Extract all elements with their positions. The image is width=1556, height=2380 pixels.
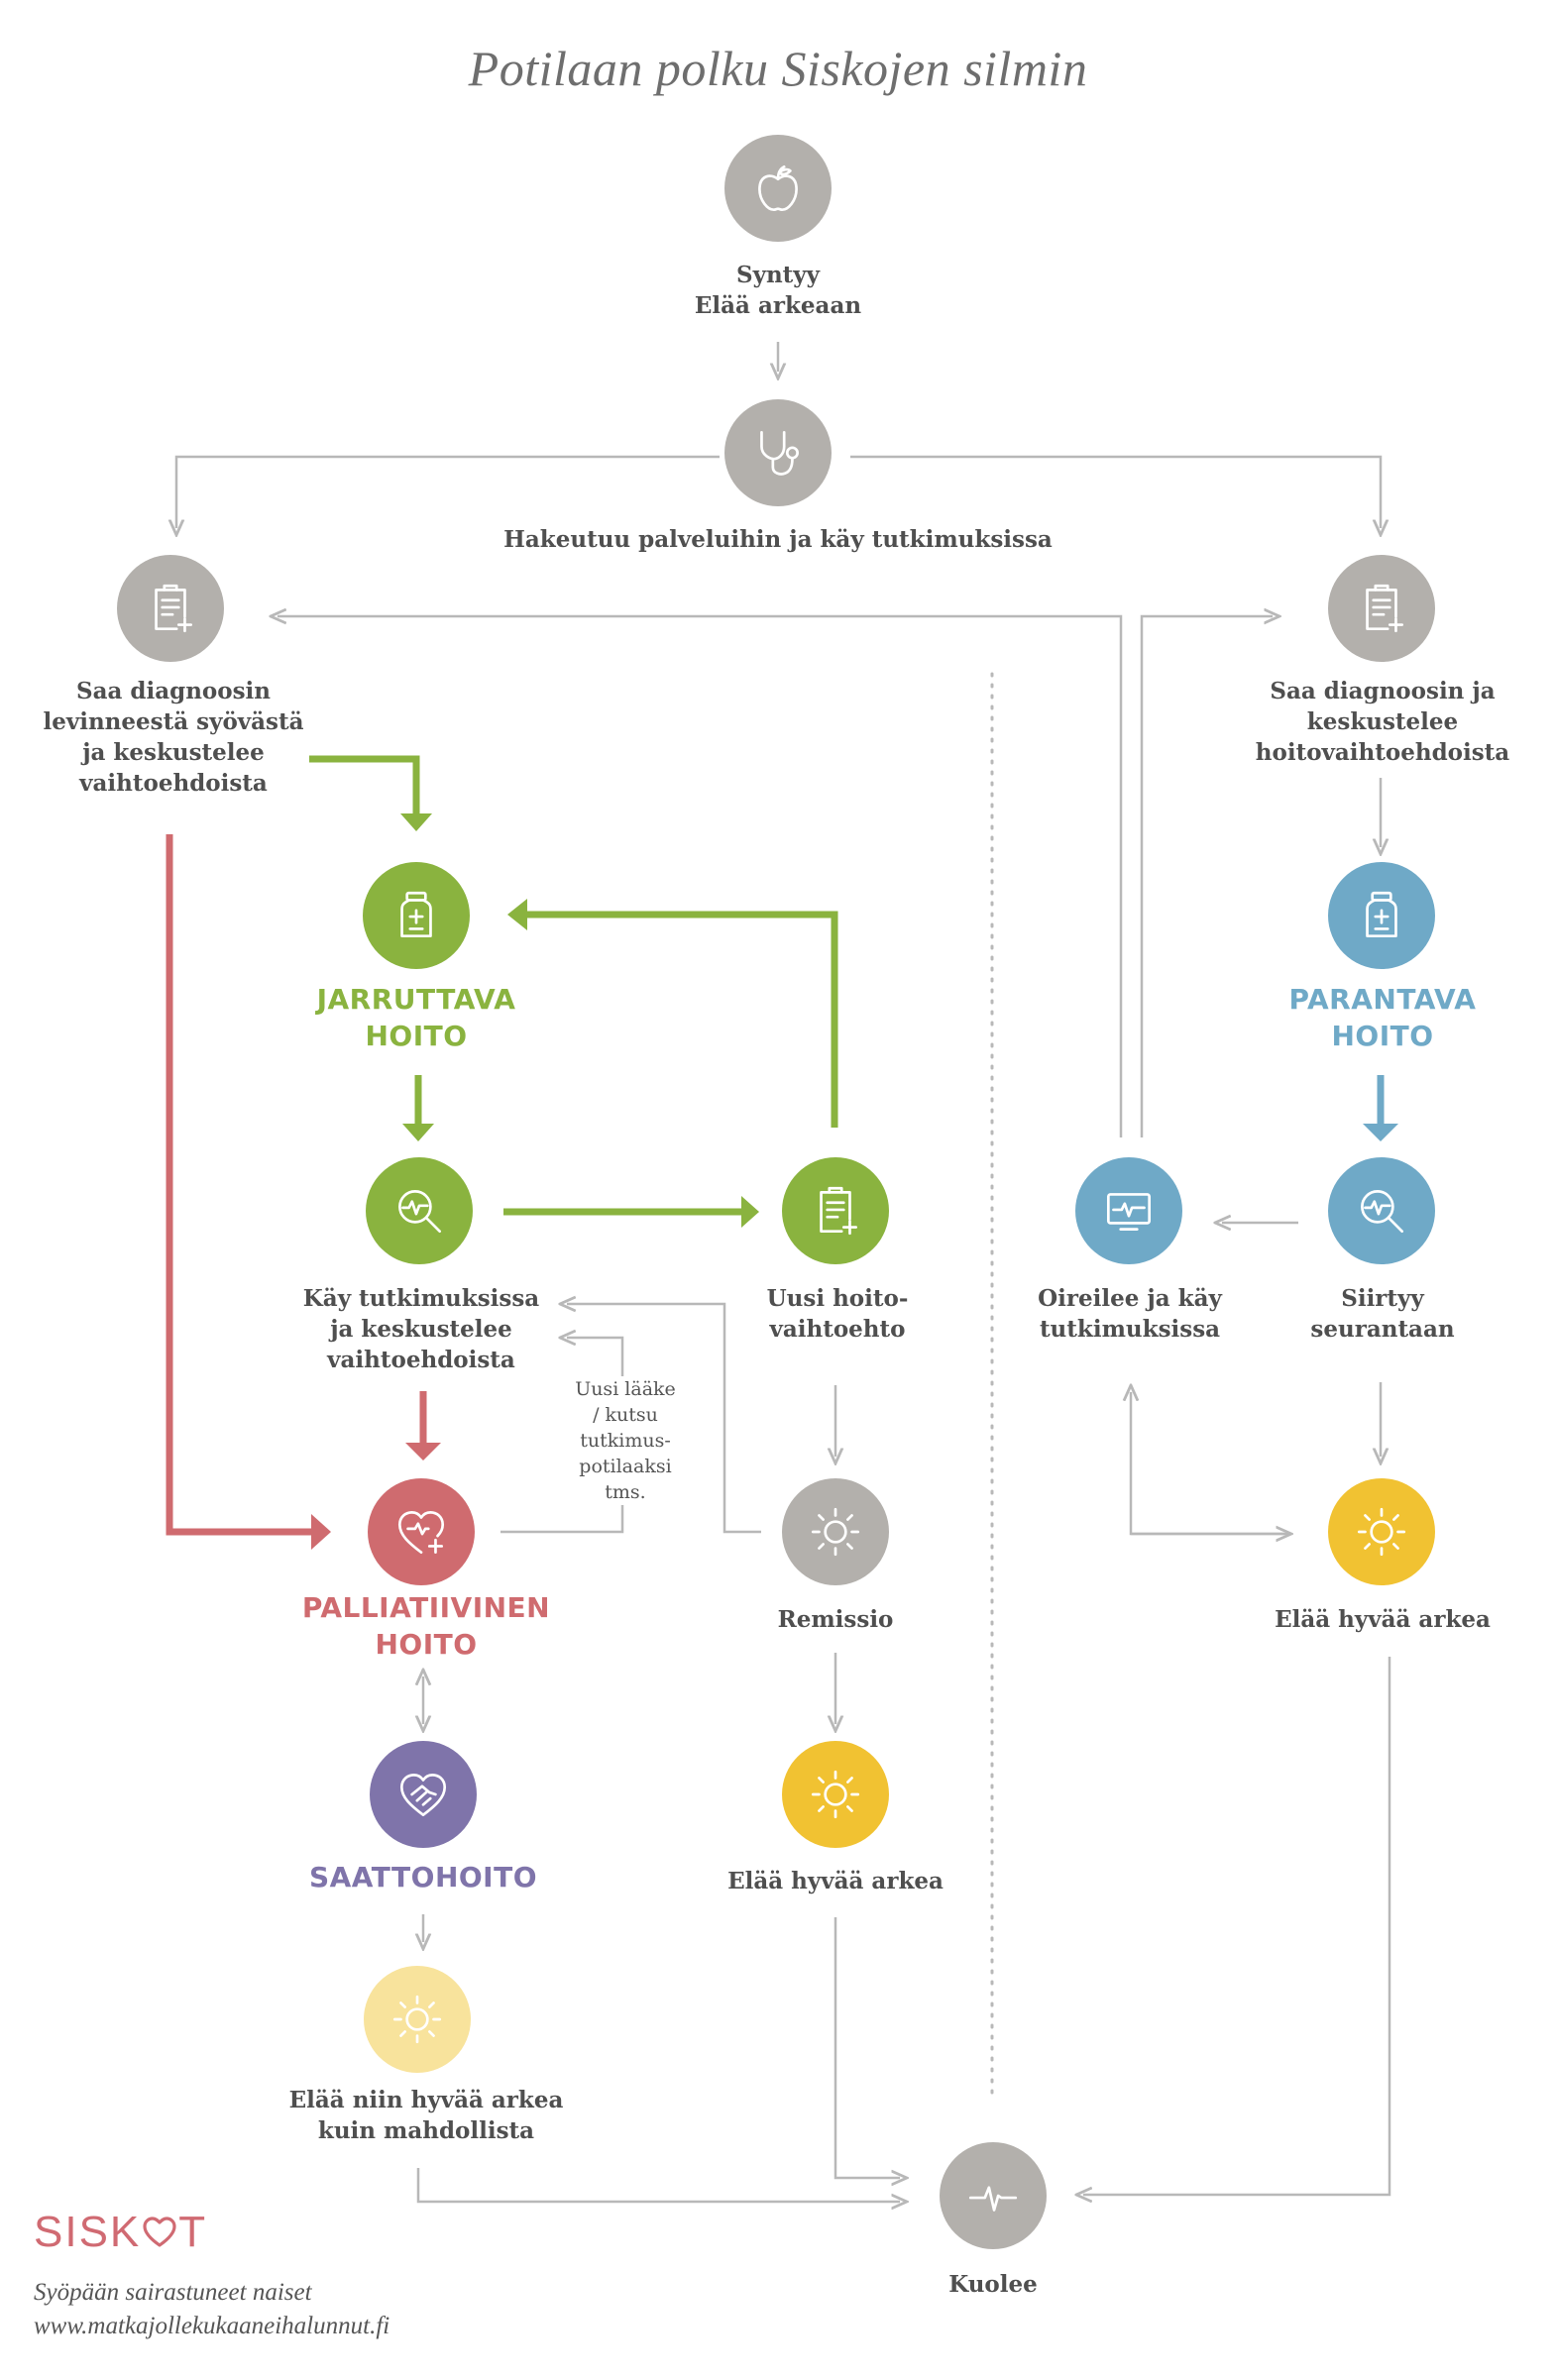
green-arrow-newoption-to-slowcare — [525, 911, 838, 1128]
arrow-seek-to-diag-spread — [176, 455, 720, 528]
magnifier-pulse-icon — [1361, 1190, 1404, 1234]
medicine-bottle-icon — [1366, 891, 1397, 938]
apple-icon — [758, 164, 798, 212]
monitor-pulse-icon — [1106, 1193, 1152, 1231]
node-follow-up — [1328, 1157, 1435, 1264]
caption-hospice: SAATTOHOITO — [308, 1861, 538, 1893]
node-cure-care — [1328, 862, 1435, 969]
label-good-life-mid: Elää hyvää arkea — [727, 1868, 944, 1894]
red-arrow-diag-to-palliative — [166, 834, 313, 1536]
label-remission: Remissio — [777, 1606, 894, 1633]
arrow-goodlife-symptoms-loop — [1131, 1392, 1288, 1536]
node-diag-cure — [1328, 555, 1435, 662]
caption-cure-care: PARANTAVA HOITO — [1288, 983, 1477, 1052]
node-death — [940, 2142, 1047, 2249]
clipboard-icon — [1366, 584, 1404, 633]
node-exams-green — [366, 1157, 473, 1264]
node-good-life-mid — [782, 1741, 889, 1848]
node-good-life-right — [1328, 1478, 1435, 1585]
note-new-drug: Uusi lääke / kutsu tutkimus- potilaaksi … — [561, 1376, 690, 1505]
arrow-bestlife-to-death — [416, 2168, 900, 2202]
label-symptoms: Oireilee ja käy tutkimuksissa — [1038, 1285, 1222, 1343]
node-remission — [782, 1478, 889, 1585]
label-diag-cure: Saa diagnoosin ja keskustelee hoitovaiht… — [1255, 678, 1510, 766]
node-palliative — [368, 1478, 475, 1585]
clipboard-icon — [155, 584, 193, 633]
medicine-bottle-icon — [400, 891, 432, 938]
brand-name-left: SISK — [34, 2208, 142, 2256]
clipboard-icon — [820, 1186, 858, 1236]
node-born — [724, 135, 832, 242]
node-diag-spread — [117, 555, 224, 662]
pulse-line-icon — [968, 2186, 1018, 2212]
arrow-goodlife-mid-to-death — [834, 1917, 900, 2178]
node-best-life — [364, 1966, 471, 2073]
footer-website[interactable]: www.matkajollekukaaneihalunnut.fi — [34, 2313, 390, 2339]
label-best-life: Elää niin hyvää arkea kuin mahdollista — [288, 2087, 564, 2144]
page-title: Potilaan polku Siskojen silmin — [468, 41, 1088, 96]
node-new-option — [782, 1157, 889, 1264]
sun-icon — [811, 1507, 860, 1557]
label-new-option: Uusi hoito- vaihtoehto — [766, 1285, 909, 1343]
green-arrow-diag-to-slowcare — [309, 755, 420, 815]
magnifier-pulse-icon — [398, 1190, 442, 1234]
caption-palliative: PALLIATIIVINEN HOITO — [301, 1591, 551, 1661]
label-death: Kuolee — [948, 2271, 1038, 2298]
node-seek — [724, 399, 832, 506]
stethoscope-icon — [760, 430, 799, 476]
arrow-seek-to-diag-cure — [850, 455, 1381, 528]
node-slow-care — [363, 862, 470, 969]
label-diag-spread: Saa diagnoosin levinneestä syövästä ja k… — [43, 678, 304, 797]
label-born: Syntyy Elää arkeaan — [694, 262, 862, 319]
brand-name-right: T — [178, 2208, 208, 2256]
footer-tagline: Syöpään sairastuneet naiset — [34, 2279, 312, 2306]
sun-icon — [392, 1995, 442, 2044]
arrow-goodlife-right-to-death — [1083, 1657, 1391, 2195]
label-follow-up: Siirtyy seurantaan — [1310, 1285, 1455, 1343]
sun-icon — [811, 1770, 860, 1819]
arrow-symptoms-to-diag-cure — [1140, 616, 1273, 1137]
label-exams-green: Käy tutkimuksissa ja keskustelee vaihtoe… — [302, 1285, 540, 1373]
heart-plus-icon — [397, 1511, 445, 1555]
arrow-symptoms-to-diag-spread — [278, 616, 1123, 1137]
label-seek: Hakeutuu palveluihin ja käy tutkimuksiss… — [503, 526, 1053, 553]
label-good-life-right: Elää hyvää arkea — [1275, 1606, 1491, 1633]
brand-logo: SISK T — [34, 2208, 207, 2257]
caption-slow-care: JARRUTTAVA HOITO — [316, 983, 516, 1052]
sun-icon — [1357, 1507, 1406, 1557]
heart-o-icon — [143, 2217, 176, 2247]
hands-heart-icon — [399, 1774, 447, 1817]
arrow-remission-to-exams — [567, 1304, 761, 1534]
node-hospice — [370, 1741, 477, 1848]
node-symptoms — [1075, 1157, 1182, 1264]
